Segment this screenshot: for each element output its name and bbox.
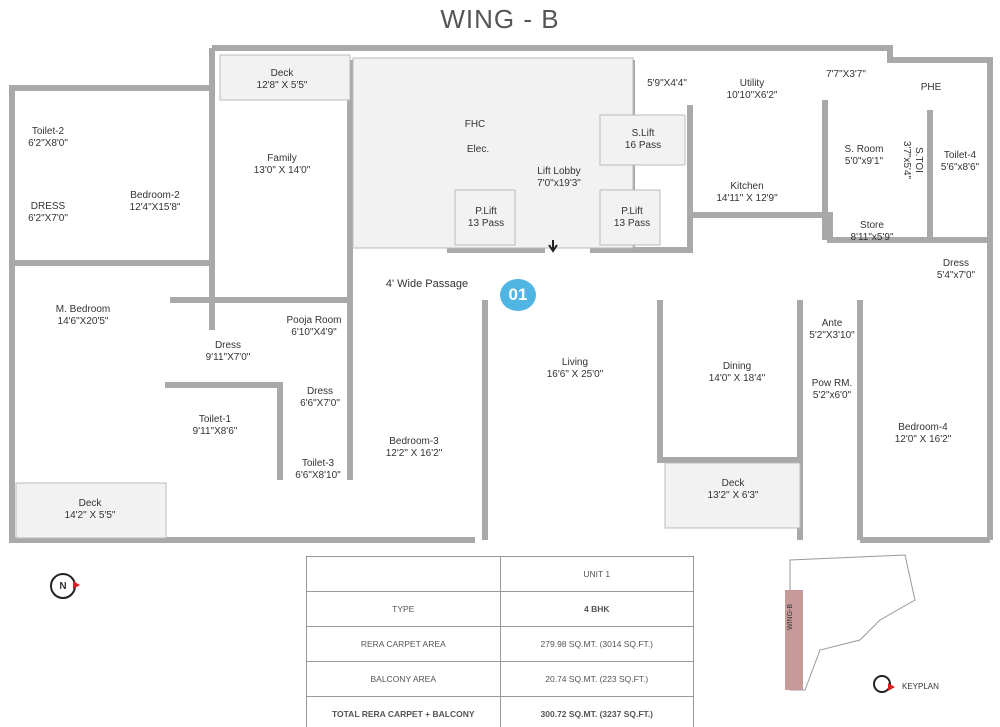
deck-bottom-right-area	[664, 462, 801, 529]
unit-badge: 01	[500, 279, 536, 311]
wall-toilet1	[165, 382, 283, 480]
north-compass-icon: N	[50, 573, 80, 599]
room-dim-7-7: 7'7"X3'7"	[826, 69, 866, 80]
wall-top	[212, 45, 993, 540]
entry-arrow-icon	[548, 240, 558, 253]
keyplan-compass-icon	[873, 675, 895, 693]
wall-dress	[170, 297, 353, 480]
wall-living-right	[657, 300, 800, 463]
wing-title: WING - B	[440, 4, 560, 34]
room-dim-5-9: 5'9"X4'4"	[647, 78, 687, 89]
plift2-box	[599, 189, 661, 246]
room-fhc: FHC	[464, 119, 486, 130]
wall-kitchen	[690, 212, 990, 243]
passage-label: 4' Wide Passage	[385, 278, 469, 290]
wall-left-bottom	[9, 263, 475, 543]
slift-box	[599, 114, 686, 166]
plift1-box	[454, 189, 516, 246]
room-elec: Elec.	[466, 144, 490, 155]
room-powder-room: Pow RM.5'2"x6'0"	[811, 378, 853, 401]
deck-bottom-left-area	[15, 482, 167, 539]
room-phe: PHE	[920, 82, 942, 93]
deck-top-area	[219, 54, 351, 101]
keyplan-label: KEYPLAN	[902, 682, 939, 691]
wall-bedroom2	[9, 85, 215, 266]
